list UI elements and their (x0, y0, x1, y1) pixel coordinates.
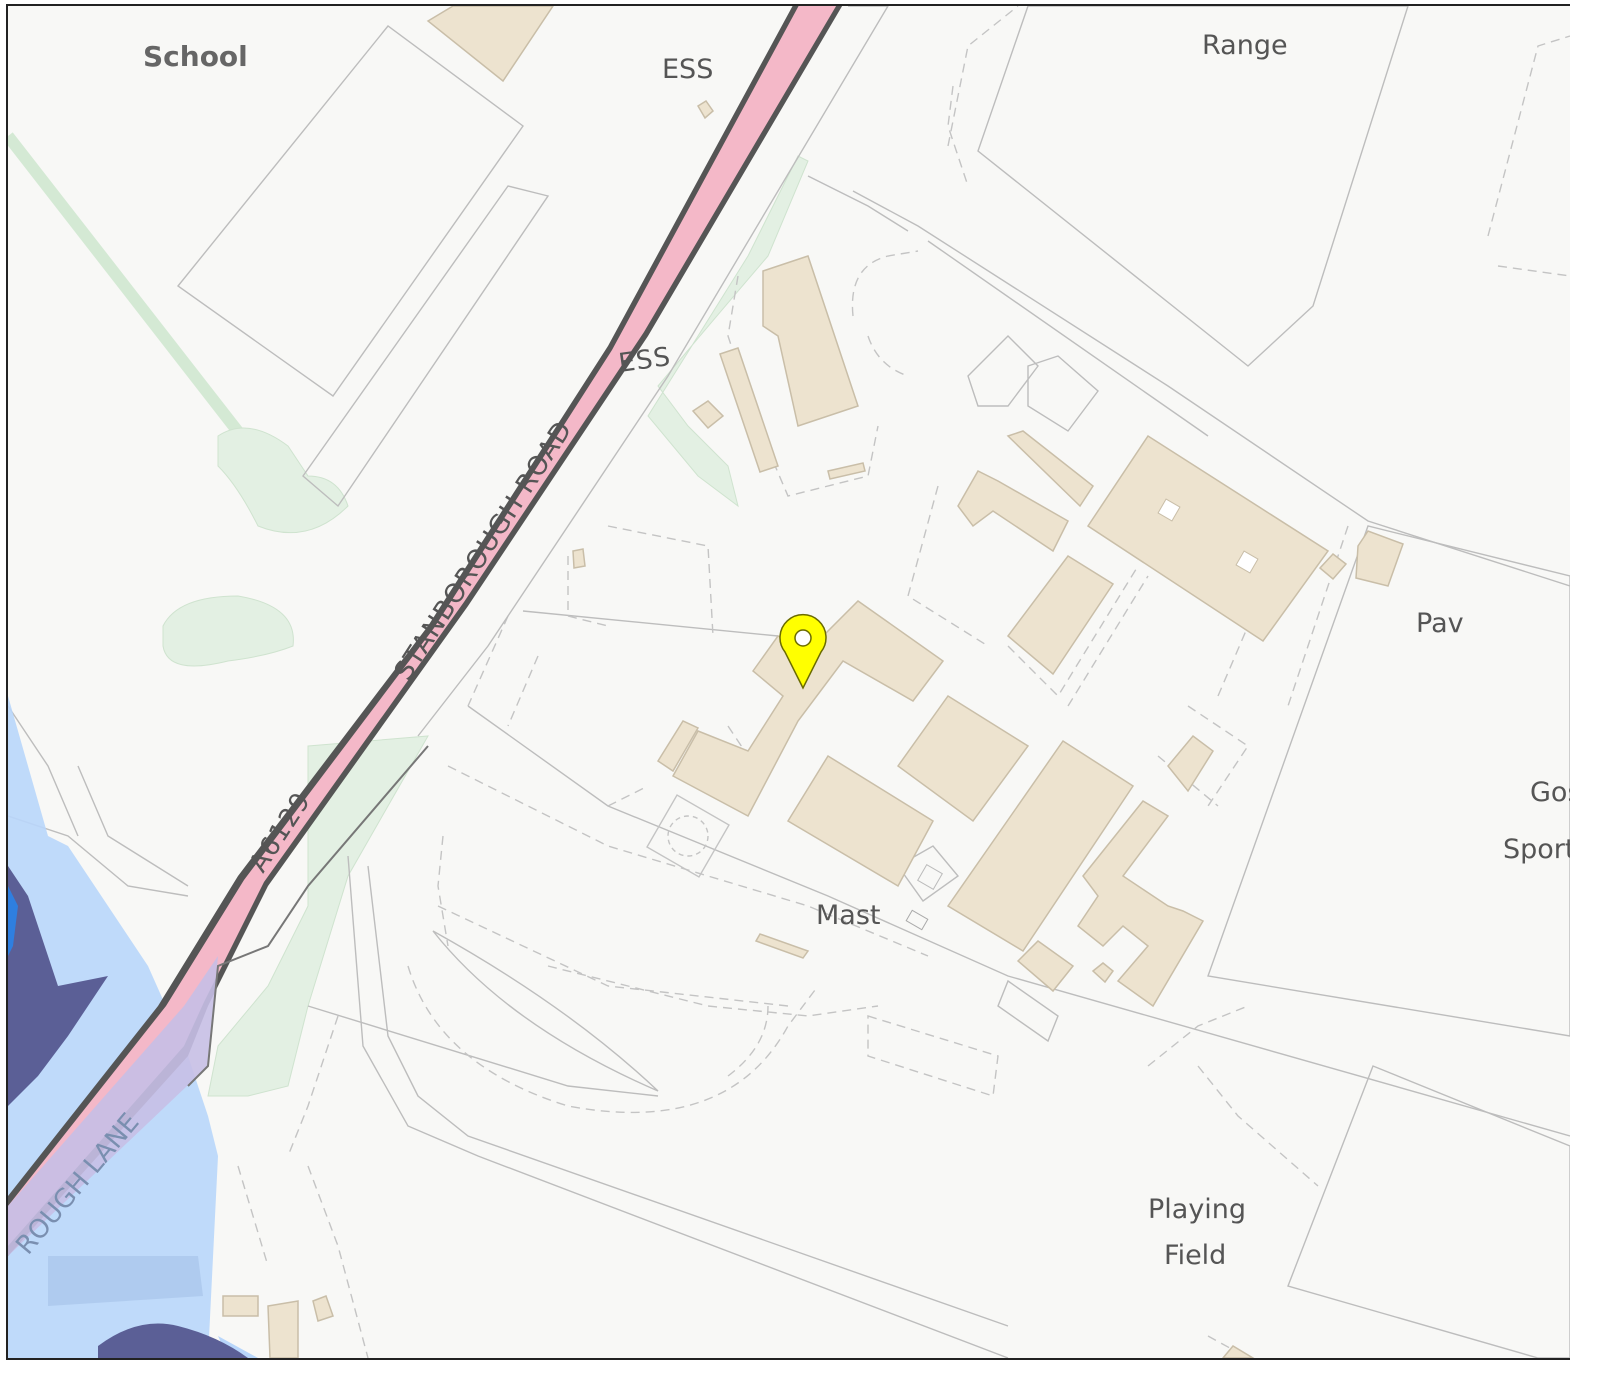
stanborough-road[interactable] (8, 6, 889, 1256)
label-mast: Mast (816, 900, 881, 931)
circular-feature (646, 794, 943, 931)
footpaths (237, 6, 1570, 1358)
woodland-areas (8, 132, 809, 1097)
map-canvas[interactable]: School ESS Range Pav Gos Sport Mast Play… (8, 6, 1570, 1358)
label-playing: Playing (1148, 1194, 1246, 1225)
label-range: Range (1202, 30, 1288, 61)
buildings (222, 6, 1404, 1358)
map-pin-center (794, 629, 812, 647)
map-pin-icon[interactable] (779, 613, 827, 690)
label-ess-road: ESS (617, 342, 673, 379)
label-pav: Pav (1416, 608, 1464, 639)
label-sport: Sport (1503, 834, 1570, 865)
place-labels: School ESS Range Pav Gos Sport Mast Play… (143, 30, 1570, 1271)
map-view[interactable]: School ESS Range Pav Gos Sport Mast Play… (6, 4, 1570, 1360)
label-school: School (143, 40, 248, 73)
label-field: Field (1164, 1240, 1226, 1271)
label-gos: Gos (1530, 777, 1570, 808)
location-marker[interactable] (779, 613, 827, 690)
field-boundaries (8, 6, 1570, 1358)
label-ess-top: ESS (662, 54, 713, 85)
